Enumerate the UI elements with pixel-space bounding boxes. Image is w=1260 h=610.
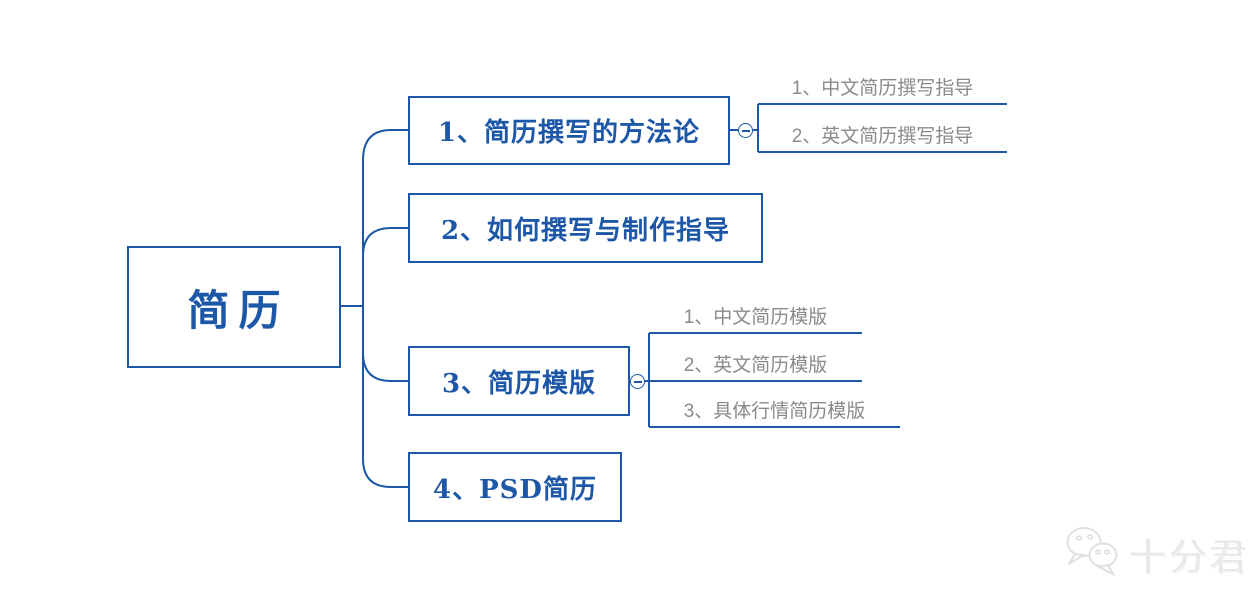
- watermark: 十分君: [1062, 525, 1249, 582]
- branch-node-3-label: 3、简历模版: [441, 368, 597, 399]
- branch-node-3[interactable]: 3、简历模版: [408, 346, 630, 416]
- branch-node-4[interactable]: 4、PSD简历: [408, 452, 622, 522]
- subtopic-b1-child-1[interactable]: 1、中文简历撰写指导: [791, 78, 974, 99]
- root-node[interactable]: 简历: [127, 246, 341, 368]
- connector-branch-3: [362, 306, 408, 382]
- collapse-minus-icon[interactable]: [738, 123, 753, 138]
- watermark-label: 十分君: [1129, 536, 1249, 578]
- branch-node-2[interactable]: 2、如何撰写与制作指导: [408, 193, 763, 263]
- branch-node-2-label: 2、如何撰写与制作指导: [440, 215, 731, 246]
- minus-icon: [633, 380, 642, 383]
- connector-branch-1: [362, 129, 408, 306]
- subtopic-b3-child-1[interactable]: 1、中文简历模版: [683, 307, 828, 328]
- branch-node-1-label: 1、简历撰写的方法论: [437, 118, 701, 148]
- root-node-label: 简历: [187, 285, 290, 335]
- subtopic-b3-child-2[interactable]: 2、英文简历模版: [683, 355, 828, 376]
- minus-icon: [741, 129, 750, 132]
- branch-node-1[interactable]: 1、简历撰写的方法论: [408, 96, 730, 165]
- branch-node-4-label: 4、PSD简历: [433, 474, 597, 505]
- collapse-minus-icon[interactable]: [630, 374, 645, 389]
- connector-branch-4: [362, 306, 408, 488]
- subtopic-b1-child-2[interactable]: 2、英文简历撰写指导: [791, 126, 974, 147]
- wechat-icon: [1062, 525, 1122, 582]
- connector-branch-2: [362, 227, 408, 306]
- subtopic-b3-child-3[interactable]: 3、具体行情简历模版: [683, 401, 866, 422]
